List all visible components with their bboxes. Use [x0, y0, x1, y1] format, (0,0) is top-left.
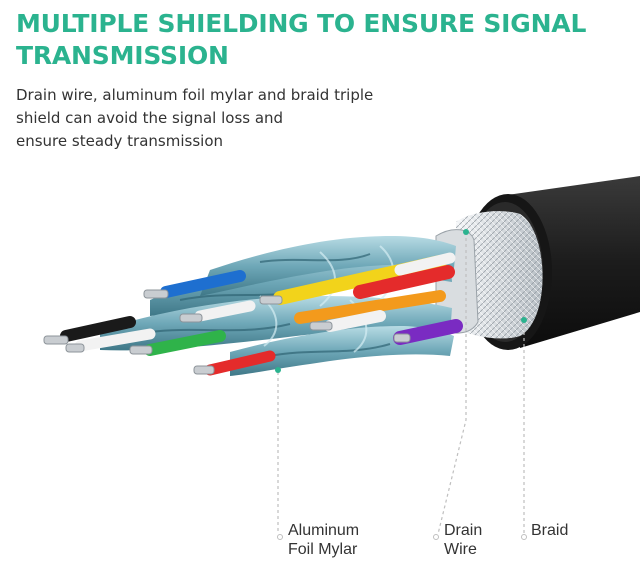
heading-line-1: MULTIPLE SHIELDING TO ENSURE SIGNAL: [16, 9, 587, 38]
callout-end-dots: [277, 534, 527, 540]
label-drain-line-1: Drain: [444, 522, 483, 539]
description-line-2: shield can avoid the signal loss and: [16, 109, 284, 127]
cable-cross-section-illustration: [43, 176, 640, 540]
label-aluminum-foil-mylar: Aluminum Foil Mylar: [288, 521, 359, 559]
heading-line-2: TRANSMISSION: [16, 41, 229, 70]
label-foil-line-2: Foil Mylar: [288, 541, 358, 558]
description-line-1: Drain wire, aluminum foil mylar and brai…: [16, 86, 374, 104]
label-foil-line-1: Aluminum: [288, 522, 360, 539]
label-drain-line-2: Wire: [444, 541, 477, 558]
description: Drain wire, aluminum foil mylar and brai…: [16, 84, 373, 153]
label-drain-wire: Drain Wire: [444, 521, 482, 559]
page-heading: MULTIPLE SHIELDING TO ENSURE SIGNAL TRAN…: [16, 8, 586, 72]
callout-lines: [277, 232, 525, 535]
description-line-3: ensure steady transmission: [16, 132, 223, 150]
label-braid-line-1: Braid: [531, 522, 569, 539]
conductor-tips: [43, 289, 411, 375]
label-braid: Braid: [531, 521, 568, 540]
colored-conductors: [60, 252, 463, 376]
callout-dots: [275, 229, 527, 373]
